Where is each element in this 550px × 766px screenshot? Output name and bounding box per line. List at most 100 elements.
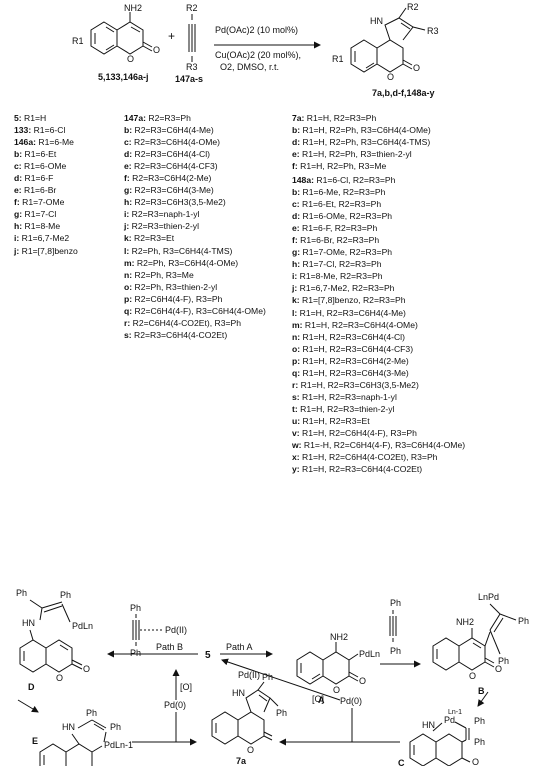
col3a-row: f: R1=H, R2=Ph, R3=Me [292, 160, 431, 172]
substituent-text: R1=6-OMe [21, 161, 67, 172]
substituent-text: R1=8-Me [22, 221, 61, 232]
col3b-row: x: R1=H, R2=C6H4(4-CO2Et), R3=Ph [292, 451, 465, 463]
col3a-row: d: R1=H, R2=Ph, R3=C6H4(4-TMS) [292, 136, 431, 148]
compound-id: 148a: [292, 175, 314, 185]
pd0-left: Pd(0) [164, 700, 186, 710]
compound-id: 7a: [292, 113, 305, 123]
ox-left: [O] [180, 682, 192, 692]
label-7a: 7a [236, 756, 247, 766]
product-r1-label: R1 [332, 54, 344, 64]
col2-row: m: R2=Ph, R3=C6H4(4-OMe) [124, 257, 266, 269]
substituent-text: R1=H, R2=Ph, R3=C6H4(4-OMe) [300, 125, 431, 136]
substituent-text: R1=H, R2=R3=C6H3(3,5-Me2) [298, 379, 419, 390]
carbonyl-o-label: O [153, 45, 160, 55]
col3b-row: e: R1=6-F, R2=R3=Ph [292, 222, 465, 234]
b-nh2: NH2 [456, 617, 474, 627]
substituent-text: R2=C6H4(4-F), R3=C6H4(4-OMe) [132, 305, 266, 316]
c-carbonyl-o: O [472, 757, 479, 766]
compound-id: d: [292, 211, 301, 222]
compound-id: k: [292, 295, 300, 306]
col3b-row: s: R1=H, R2=R3=naph-1-yl [292, 391, 465, 403]
col2-row: g: R2=R3=C6H4(3-Me) [124, 184, 266, 196]
pd0-regen-arrow-a [221, 658, 341, 701]
label-e: E [32, 736, 38, 746]
col2-row: j: R2=R3=thien-2-yl [124, 220, 266, 232]
compound-id: n: [124, 269, 133, 280]
col2-row: r: R2=C6H4(4-CO2Et), R3=Ph [124, 317, 266, 329]
col3b-row: d: R1=6-OMe, R2=R3=Ph [292, 210, 465, 222]
a-ring-o: O [333, 685, 340, 695]
compound-id: 146a: [14, 137, 36, 148]
ring-o-label: O [127, 54, 134, 64]
pd0-right: Pd(0) [340, 696, 362, 706]
label-c: C [398, 758, 405, 766]
compound-id: r: [292, 379, 299, 390]
reactant-aminocoumarin: NH2 O O R1 5,133,146a-j [72, 3, 160, 82]
substituent-text: R2=R3=C6H3(3,5-Me2) [132, 197, 226, 208]
d-to-e-arrow [17, 699, 39, 713]
r3-label: R3 [186, 62, 198, 72]
col2-row: p: R2=C6H4(4-F), R3=Ph [124, 293, 266, 305]
label-b: B [478, 686, 485, 696]
substituent-text: R2=Ph, R3=C6H4(4-OMe) [134, 257, 239, 268]
substituent-text: R1=H, R2=R3=Ph [304, 113, 377, 123]
e-pdln1: PdLn-1 [104, 740, 133, 750]
7a-hn: HN [232, 688, 245, 698]
substituent-text: R1=6-F, R2=R3=Ph [299, 223, 378, 234]
label-d: D [28, 682, 35, 692]
col3b-row: y: R1=H, R2=R3=C6H4(4-CO2Et) [292, 463, 465, 475]
substituent-text: R1=6-Me, R2=R3=Ph [300, 187, 386, 198]
compound-id: c: [292, 199, 300, 210]
compound-id: h: [14, 221, 23, 232]
compound-id: p: [292, 355, 301, 366]
substituent-text: R1=H, R2=R3=thien-2-yl [297, 403, 395, 414]
compound-id: j: [124, 221, 130, 232]
substituent-text: R1=7-OMe, R2=R3=Ph [300, 247, 393, 258]
substituent-text: R1=H, R2=R3=C6H4(3-Me) [300, 367, 409, 378]
col2-row: o: R2=Ph, R3=thien-2-yl [124, 281, 266, 293]
col2-row: d: R2=R3=C6H4(4-Cl) [124, 148, 266, 160]
compound-id: k: [124, 233, 132, 244]
substituent-text: R1=6-Br [21, 185, 57, 196]
c-ln1: Ln-1 [448, 709, 462, 716]
compound-id: h: [124, 197, 133, 208]
compound-id: e: [292, 149, 300, 160]
col3b-row: t: R1=H, R2=R3=thien-2-yl [292, 403, 465, 415]
d-ph2: Ph [60, 590, 71, 600]
substituent-text: R2=R3=C6H4(2-Me) [129, 173, 212, 184]
substituent-text: R2=R3=C6H4(4-OMe) [131, 137, 221, 148]
condition-2: Cu(OAc)2 (20 mol%), [215, 50, 301, 60]
substituent-text: R2=R3=naph-1-yl [129, 209, 200, 220]
condition-1: Pd(OAc)2 (10 mol%) [215, 25, 298, 35]
compound-id: g: [292, 247, 301, 258]
compound-id: l: [292, 307, 298, 318]
compound-id: c: [14, 161, 22, 172]
substituent-text: R1=H, R2=Ph, R3=C6H4(4-TMS) [300, 137, 431, 148]
intermediate-d: Ph Ph PdLn HN O O D [16, 588, 93, 692]
compound-id: o: [292, 343, 301, 354]
col3b-row: 148a: R1=6-Cl, R2=R3=Ph [292, 174, 465, 186]
substituent-text: R1=H, R2=R3=C6H4(4-OMe) [302, 319, 418, 330]
b-ph1: Ph [518, 616, 529, 626]
substituent-text: R2=R3=Et [131, 233, 175, 244]
compound-id: r: [124, 317, 131, 328]
compound-id: d: [14, 173, 23, 184]
compound-id: p: [124, 293, 133, 304]
condition-3: O2, DMSO, r.t. [220, 62, 279, 72]
substituent-text: R2=R3=C6H4(4-CO2Et) [131, 329, 228, 340]
compound-id: m: [292, 319, 303, 330]
compound-id: g: [14, 209, 23, 220]
7a-ring-o: O [247, 745, 254, 755]
col2-row: l: R2=Ph, R3=C6H4(4-TMS) [124, 245, 266, 257]
product-ring-o: O [387, 72, 394, 82]
col3b-row: k: R1=[7,8]benzo, R2=R3=Ph [292, 294, 465, 306]
path-a-label: Path A [226, 642, 253, 652]
b-ph2: Ph [498, 656, 509, 666]
b-carbonyl-o: O [495, 664, 502, 674]
col3b-row: i: R1=8-Me, R2=R3=Ph [292, 270, 465, 282]
col3b-row: h: R1=7-Cl, R2=R3=Ph [292, 258, 465, 270]
substituent-text: R1=H, R2=Ph, R3=Me [297, 161, 387, 172]
col3b-row: m: R1=H, R2=R3=C6H4(4-OMe) [292, 319, 465, 331]
